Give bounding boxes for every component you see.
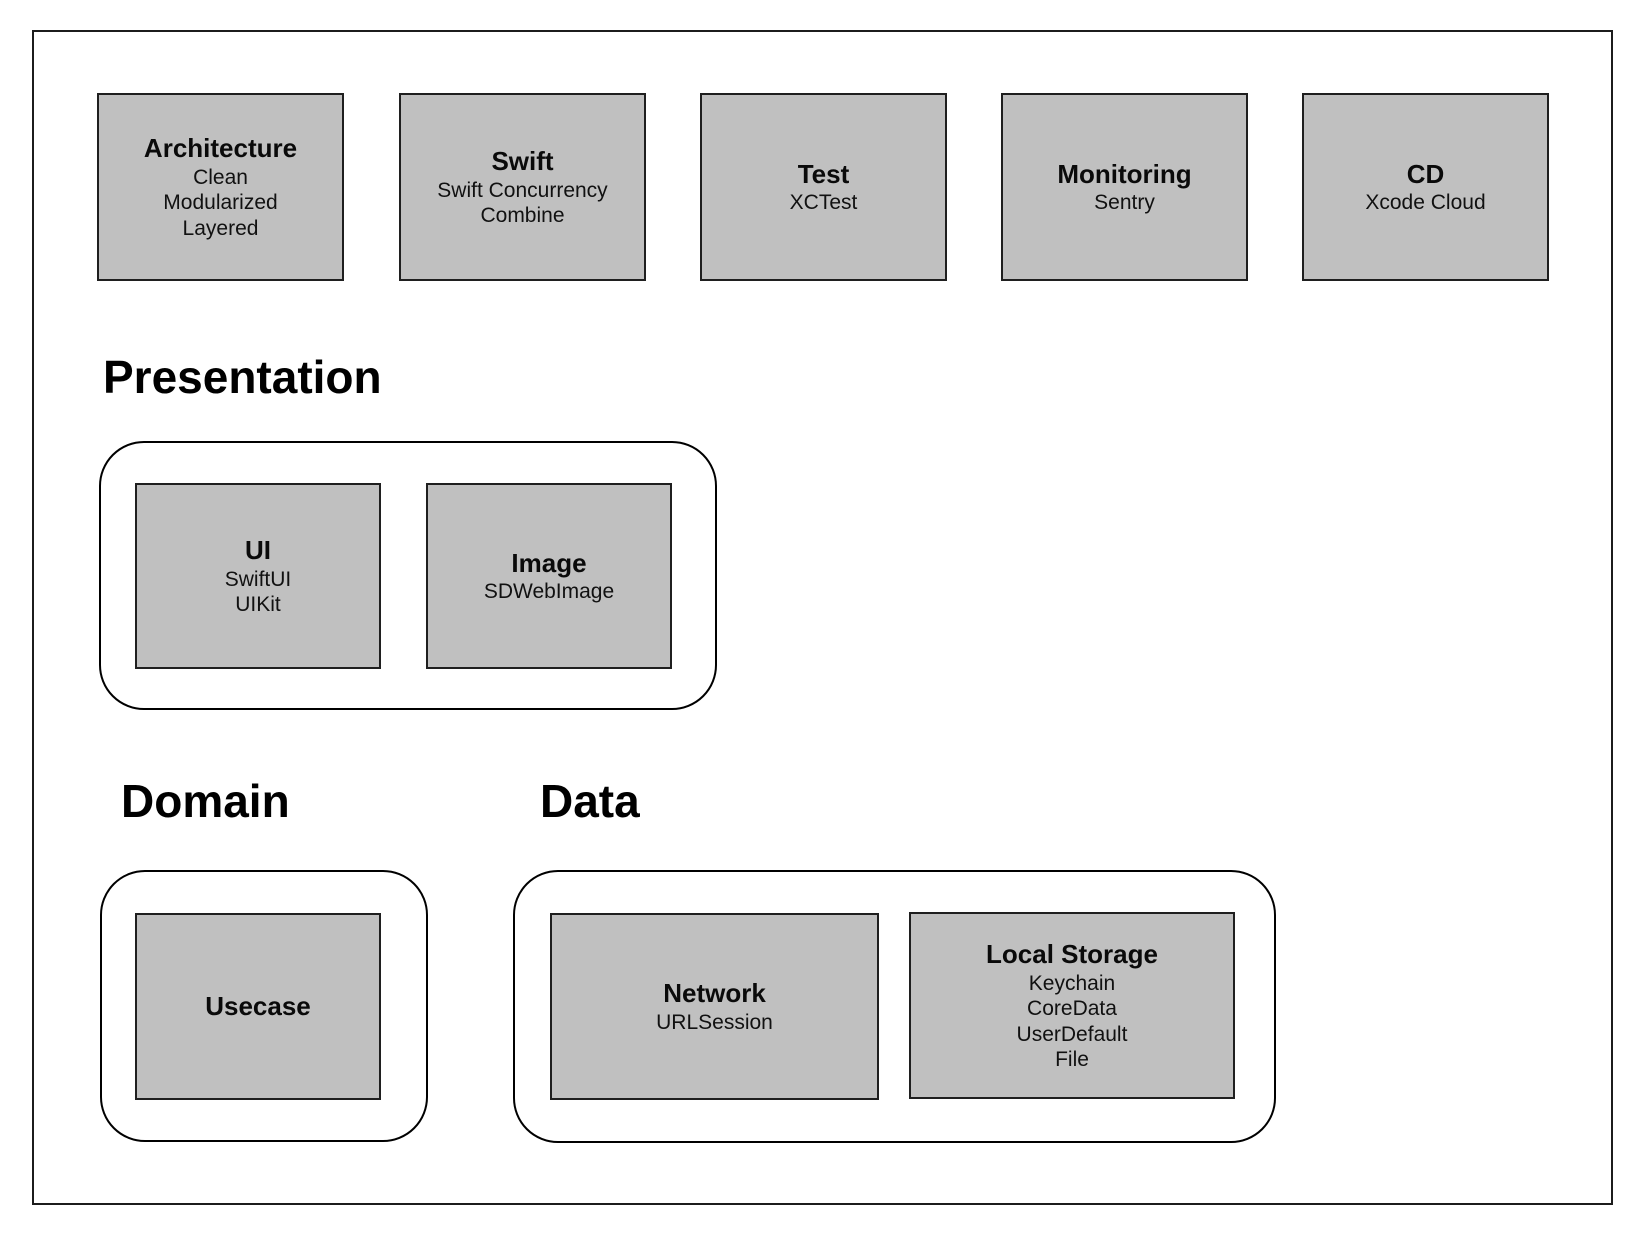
- box-local-storage-title: Local Storage: [986, 939, 1158, 970]
- box-swift-title: Swift: [491, 146, 554, 177]
- box-usecase: Usecase: [135, 913, 381, 1100]
- box-cd-title: CD: [1406, 158, 1445, 189]
- box-network-title: Network: [663, 978, 766, 1009]
- box-architecture-title: Architecture: [143, 133, 298, 164]
- box-architecture-item: Layered: [182, 217, 259, 241]
- section-heading-presentation: Presentation: [103, 351, 382, 403]
- box-test-title: Test: [797, 158, 850, 189]
- box-ui-item: SwiftUI: [224, 567, 292, 591]
- box-local-storage-item: CoreData: [1027, 997, 1117, 1021]
- box-architecture: Architecture Clean Modularized Layered: [97, 93, 344, 281]
- box-monitoring-title: Monitoring: [1057, 158, 1192, 189]
- box-architecture-item: Modularized: [163, 191, 278, 215]
- box-local-storage: Local Storage Keychain CoreData UserDefa…: [909, 912, 1235, 1099]
- box-ui: UI SwiftUI UIKit: [135, 483, 381, 669]
- box-ui-title: UI: [245, 535, 271, 566]
- section-heading-domain: Domain: [121, 775, 290, 827]
- box-test: Test XCTest: [700, 93, 947, 281]
- box-network: Network URLSession: [550, 913, 879, 1100]
- box-image-title: Image: [511, 547, 587, 578]
- box-network-item: URLSession: [656, 1010, 773, 1034]
- box-monitoring: Monitoring Sentry: [1001, 93, 1248, 281]
- box-local-storage-item: File: [1055, 1048, 1089, 1072]
- box-cd: CD Xcode Cloud: [1302, 93, 1549, 281]
- section-heading-data: Data: [540, 775, 640, 827]
- box-image-item: SDWebImage: [483, 580, 615, 604]
- box-architecture-item: Clean: [193, 165, 248, 189]
- box-image: Image SDWebImage: [426, 483, 672, 669]
- box-local-storage-item: Keychain: [1028, 971, 1116, 995]
- box-usecase-title: Usecase: [205, 991, 311, 1022]
- box-test-item: XCTest: [789, 191, 858, 215]
- box-swift-item: Swift Concurrency: [437, 178, 608, 202]
- box-swift-item: Combine: [480, 204, 565, 228]
- box-monitoring-item: Sentry: [1094, 191, 1155, 215]
- box-ui-item: UIKit: [235, 593, 281, 617]
- box-local-storage-item: UserDefault: [1016, 1022, 1128, 1046]
- box-swift: Swift Swift Concurrency Combine: [399, 93, 646, 281]
- box-cd-item: Xcode Cloud: [1365, 191, 1486, 215]
